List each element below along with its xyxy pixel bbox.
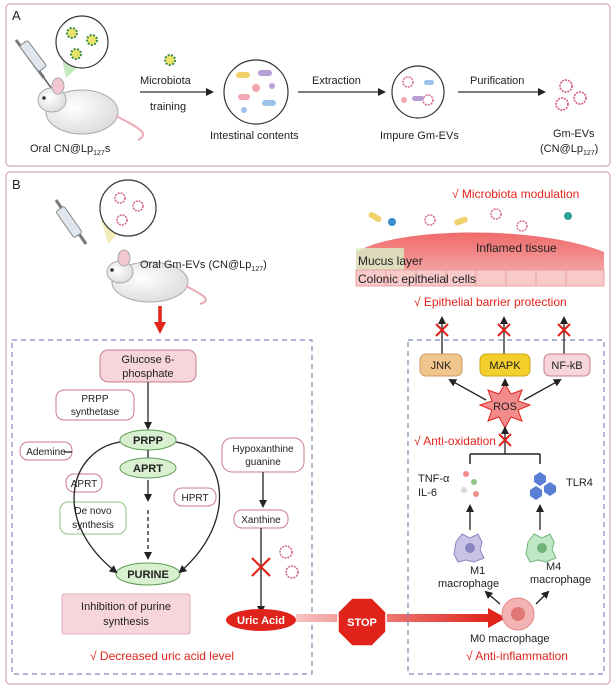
gm-evs-label: Gm-EVs: [553, 128, 595, 140]
prpp-synthetase-node: [55, 389, 135, 421]
extraction-label: Extraction: [312, 75, 361, 87]
prpp-label: PRPP: [133, 435, 163, 447]
adenine-label: Ademine: [26, 447, 66, 458]
stop-label: STOP: [347, 617, 377, 629]
panel-a: A Oral CN@Lp127s Microbiota training: [5, 3, 611, 167]
denovo-label-2: synthesis: [72, 520, 114, 531]
jnk-node: [419, 353, 463, 377]
oral-cn-label: Oral CN@Lp127s: [30, 143, 111, 157]
m0-label: M0 macrophage: [470, 633, 550, 645]
il6-label: IL-6: [418, 487, 437, 499]
bacteria-icons: [66, 27, 98, 60]
m4-label-2: macrophage: [530, 574, 591, 586]
mapk-label: MAPK: [489, 360, 521, 372]
microbiota-label: Microbiota: [140, 75, 192, 87]
mucus-layer-label: Mucus layer: [358, 254, 423, 268]
intestinal-contents-label: Intestinal contents: [210, 130, 299, 142]
m4-label-1: M4: [546, 561, 561, 573]
mapk-node: [479, 353, 531, 377]
inhibition-label-1: Inhibition of purine: [81, 601, 171, 613]
panel-a-label: A: [12, 8, 21, 23]
jnk-label: JNK: [431, 360, 452, 372]
immune-box: [407, 339, 605, 675]
prpp-synth-label-2: synthetase: [71, 407, 120, 418]
hprt-label: HPRT: [181, 493, 208, 504]
bacterium-icon: [164, 54, 176, 66]
syringe-icon: [14, 39, 55, 93]
mouse-icon: [37, 77, 144, 141]
denovo-node: [59, 501, 127, 535]
tnf-label: TNF-α: [418, 473, 450, 485]
inhibition-label-2: synthesis: [103, 616, 149, 628]
uric-acid-node: [226, 609, 296, 631]
hypoxanthine-label-2: guanine: [245, 457, 281, 468]
gm-evs-icon: [555, 79, 587, 111]
aprt-node: [119, 457, 177, 479]
colonic-cells-label: Colonic epithelial cells: [358, 272, 476, 286]
intestinal-contents-icon: [223, 59, 289, 125]
impure-gm-evs-icon: [391, 65, 445, 119]
prpp-synth-label-1: PRPP: [81, 394, 109, 405]
m4-macrophage-icon: [525, 533, 557, 563]
ros-x-icon: [498, 433, 512, 447]
m1-label-1: M1: [470, 565, 485, 577]
bacteria-magnifier: [55, 15, 109, 69]
panel-b-label: B: [12, 177, 21, 192]
anti-oxidation-label: √ Anti-oxidation: [414, 434, 496, 448]
tlr4-label: TLR4: [566, 477, 593, 489]
purine-label: PURINE: [127, 569, 169, 581]
glucose-label-1: Glucose 6-: [121, 354, 175, 366]
evs-icons: [114, 192, 144, 226]
adenine-node: [19, 441, 73, 461]
denovo-label-1: De novo: [74, 506, 112, 517]
inflamed-tissue-label: Inflamed tissue: [476, 241, 557, 255]
oral-gm-evs-label: Oral Gm-EVs (CN@Lp127): [140, 259, 267, 273]
cytokine-dots-icon: [461, 471, 479, 497]
uric-acid-label: Uric Acid: [237, 615, 285, 627]
mouse-icon-b: [106, 249, 207, 305]
glucose-label-2: phosphate: [122, 368, 173, 380]
m1-label-2: macrophage: [438, 578, 499, 590]
evs-magnifier: [99, 179, 157, 237]
epithelial-cells: [355, 269, 605, 287]
impure-gm-evs-label: Impure Gm-EVs: [380, 130, 459, 142]
nfkb-label: NF-kB: [551, 360, 582, 372]
tlr4-icon: [530, 472, 556, 500]
m0-macrophage-icon: [501, 597, 535, 631]
inhibit-x-icon: [251, 557, 271, 577]
panel-b: B Oral Gm-EVs (CN@Lp127) Glucose 6- pho: [5, 171, 611, 685]
inhibition-box: [61, 593, 191, 635]
decreased-uric-acid-label: √ Decreased uric acid level: [90, 649, 234, 663]
blocked-arrows: [435, 316, 571, 354]
cn-lp-label: (CN@Lp127): [540, 143, 598, 157]
anti-inflammation-label: √ Anti-inflammation: [466, 649, 568, 663]
microbiota-modulation-label: √ Microbiota modulation: [452, 187, 579, 201]
nfkb-node: [543, 353, 591, 377]
syringe-icon-b: [54, 199, 88, 245]
purification-label: Purification: [470, 75, 524, 87]
purine-pathway-box: [11, 339, 313, 675]
aprt-small-label: APRT: [71, 479, 98, 490]
xanthine-label: Xanthine: [241, 515, 281, 526]
hypoxanthine-label-1: Hypoxanthine: [232, 444, 294, 455]
stop-sign-icon: STOP: [337, 597, 387, 647]
m1-macrophage-icon: [453, 533, 485, 563]
ros-label: ROS: [493, 401, 517, 413]
microbes-icons: [368, 208, 572, 232]
hprt-node: [173, 487, 217, 507]
ev-icons-pathway: [279, 545, 299, 579]
purine-node: [115, 562, 181, 586]
training-label: training: [150, 101, 186, 113]
barrier-protection-label: √ Epithelial barrier protection: [414, 295, 567, 309]
aprt-label: APRT: [133, 463, 163, 475]
